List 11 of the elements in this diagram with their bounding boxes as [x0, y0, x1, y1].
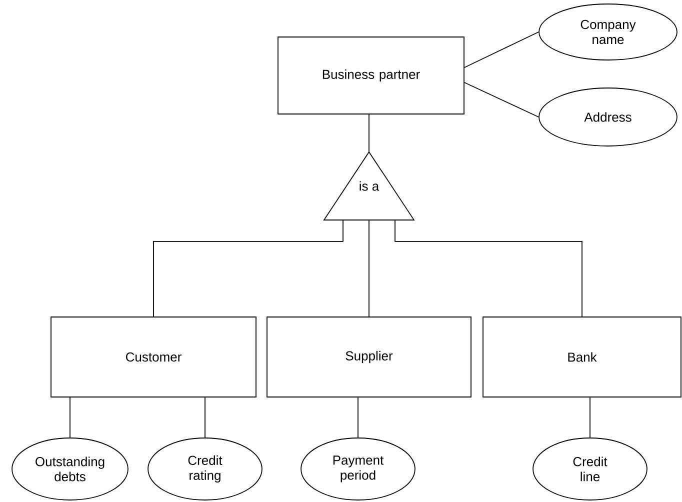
entity-box: Supplier [266, 316, 472, 398]
connector-line [204, 397, 206, 438]
connector-line [368, 220, 370, 317]
connector-line [368, 114, 370, 152]
entity-box: Business partner [278, 36, 464, 114]
connector-line [464, 82, 539, 118]
entity-box: Customer [50, 316, 256, 398]
connector-line [464, 32, 539, 68]
connector-line [153, 220, 344, 317]
entity-box: Bank [482, 316, 682, 398]
connector-line [394, 220, 582, 317]
